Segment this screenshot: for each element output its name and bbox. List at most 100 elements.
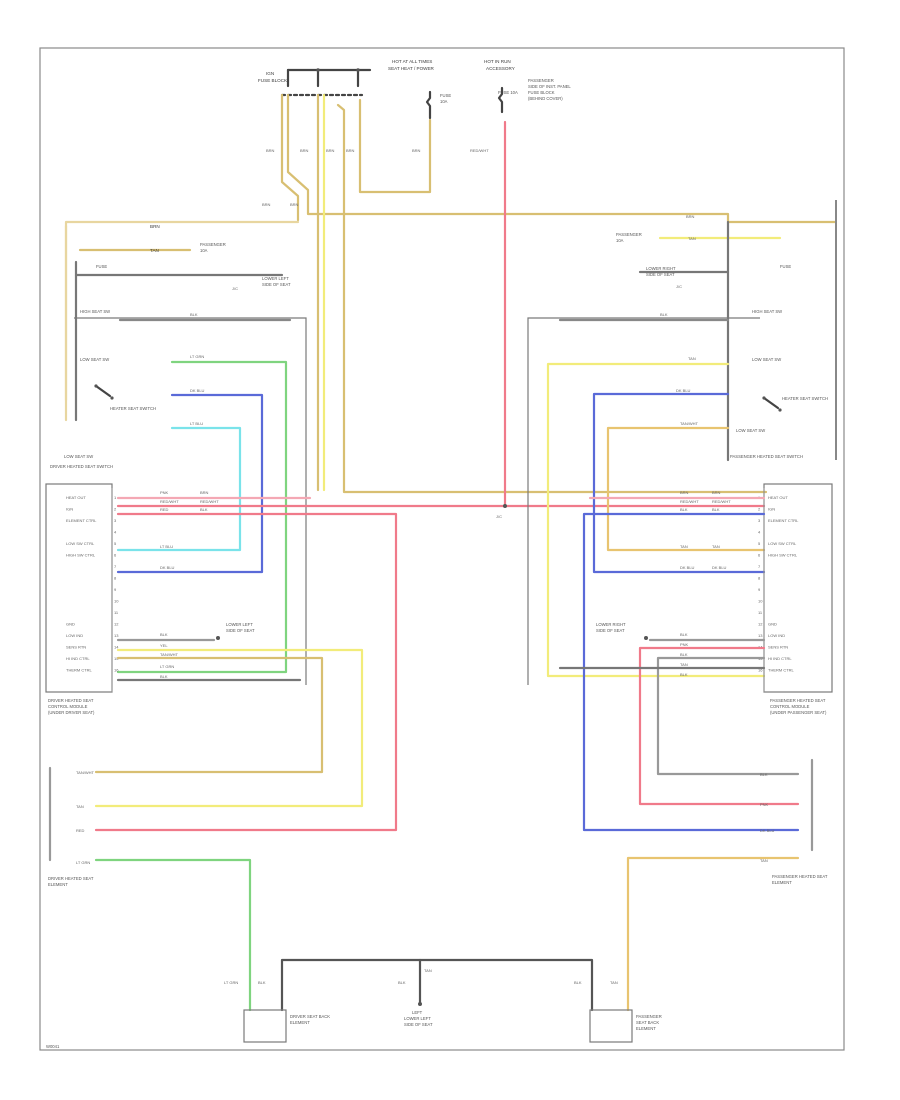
connector-pin-label: GND xyxy=(66,622,75,627)
svg-text:FUSE: FUSE xyxy=(780,264,791,269)
diagram-frame xyxy=(39,47,845,1051)
svg-text:BLK: BLK xyxy=(574,980,582,985)
note-passenger: PASSENGER xyxy=(528,78,554,83)
svg-text:BLK: BLK xyxy=(660,312,668,317)
connector-pin-number: 10 xyxy=(114,599,119,604)
svg-text:10A: 10A xyxy=(616,238,624,243)
svg-text:SIDE OF SEAT: SIDE OF SEAT xyxy=(646,272,675,277)
svg-text:LT GRN: LT GRN xyxy=(224,980,238,985)
svg-text:RED/WHT: RED/WHT xyxy=(200,499,219,504)
svg-text:LT BLU: LT BLU xyxy=(190,421,203,426)
svg-text:TAN: TAN xyxy=(680,662,688,667)
connector-pin-label: LOW IND xyxy=(768,633,785,638)
svg-text:RED/WHT: RED/WHT xyxy=(160,499,179,504)
svg-text:J/C: J/C xyxy=(676,284,682,289)
bottom-mid-ground: LEFT xyxy=(412,1010,423,1015)
svg-text:SIDE OF SEAT: SIDE OF SEAT xyxy=(226,628,255,633)
svg-text:(UNDER PASSENGER SEAT): (UNDER PASSENGER SEAT) xyxy=(770,710,827,715)
svg-text:(UNDER DRIVER SEAT): (UNDER DRIVER SEAT) xyxy=(48,710,95,715)
connector-pin-number: 8 xyxy=(114,576,117,581)
left-heater-sw: HEATER SEAT SWITCH xyxy=(110,406,156,411)
svg-text:TAN/WHT: TAN/WHT xyxy=(680,421,698,426)
connector-pin-number: 4 xyxy=(758,530,761,535)
svg-text:LOWER LEFT: LOWER LEFT xyxy=(262,276,289,281)
svg-text:BLK: BLK xyxy=(712,507,720,512)
svg-text:BLK: BLK xyxy=(680,507,688,512)
svg-text:BRN: BRN xyxy=(200,490,209,495)
svg-text:BLK: BLK xyxy=(760,772,768,777)
note-fuse-block: FUSE BLOCK xyxy=(528,90,555,95)
right-high-seat-sw: HIGH SEAT SW xyxy=(752,309,782,314)
connector-pin-label: HEAT OUT xyxy=(768,495,788,500)
svg-text:LOWER LEFT: LOWER LEFT xyxy=(226,622,253,627)
connector-pin-number: 9 xyxy=(114,587,117,592)
connector-pin-number: 5 xyxy=(758,541,761,546)
left-switch-area: BRN TAN PASSENGER 10A LOWER LEFT SIDE OF… xyxy=(50,224,307,685)
junction-mid: J/C xyxy=(496,514,502,519)
connector-pin-number: 11 xyxy=(758,610,763,615)
right-colored-wires: TAN DK BLU TAN/WHT BLK xyxy=(546,312,766,678)
fuse-label-ign: IGN xyxy=(266,71,274,76)
svg-text:RED/WHT: RED/WHT xyxy=(712,499,731,504)
svg-text:ELEMENT: ELEMENT xyxy=(636,1026,656,1031)
svg-text:BRN: BRN xyxy=(686,214,695,219)
top-wire-codes: BRN BRN BRN BRN BRN RED/WHT BRN BRN BRN xyxy=(262,148,695,219)
right-heater-sw: HEATER SEAT SWITCH xyxy=(782,396,828,401)
right-lower-element: BLK PNK DK BLU TAN PASSENGER HEATED SEAT… xyxy=(626,758,828,1012)
connector-pin-number: 12 xyxy=(114,622,119,627)
fuse-label-10a: FUSE 10A xyxy=(498,90,518,95)
connector-pin-number: 13 xyxy=(114,633,119,638)
svg-text:TAN: TAN xyxy=(680,544,688,549)
connector-pin-label: HI IND CTRL xyxy=(66,656,90,661)
left-colored-wires: LT GRN DK BLU LT BLU BLK xyxy=(116,312,292,674)
svg-text:BLK: BLK xyxy=(398,980,406,985)
svg-text:BLK: BLK xyxy=(160,632,168,637)
svg-text:LT GRN: LT GRN xyxy=(190,354,204,359)
connector-pin-number: 16 xyxy=(114,668,119,673)
svg-text:LT GRN: LT GRN xyxy=(76,860,90,865)
bottom-left-element: DRIVER SEAT BACK xyxy=(290,1014,330,1019)
corner-code: W0041 xyxy=(46,1044,60,1049)
svg-text:BRN: BRN xyxy=(326,148,335,153)
svg-text:PASSENGER: PASSENGER xyxy=(616,232,642,237)
connector-pin-number: 14 xyxy=(114,645,119,650)
svg-text:BRN: BRN xyxy=(150,224,160,229)
svg-text:ELEMENT: ELEMENT xyxy=(48,882,68,887)
connector-pin-number: 1 xyxy=(114,495,117,500)
svg-text:LOWER RIGHT: LOWER RIGHT xyxy=(646,266,676,271)
svg-text:BLK: BLK xyxy=(680,632,688,637)
connector-pin-label: LOW IND xyxy=(66,633,83,638)
fuse-top-2: 10A xyxy=(440,99,448,104)
bottom-right-element: PASSENGER xyxy=(636,1014,662,1019)
connector-pin-number: 2 xyxy=(758,507,761,512)
fuse-label-acc: ACCESSORY xyxy=(486,66,515,71)
connector-pin-number: 6 xyxy=(758,553,761,558)
connector-pin-number: 7 xyxy=(114,564,117,569)
svg-text:BRN: BRN xyxy=(680,490,689,495)
top-fuse-area: IGN FUSE BLOCK HOT AT ALL TIMES SEAT HEA… xyxy=(258,59,571,120)
top-feed-wires xyxy=(64,93,837,508)
connector-pin-number: 13 xyxy=(758,633,763,638)
connector-pin-number: 7 xyxy=(758,564,761,569)
svg-text:J/C: J/C xyxy=(232,286,238,291)
connector-pin-number: 15 xyxy=(114,656,119,661)
svg-text:BRN: BRN xyxy=(712,490,721,495)
connector-pin-label: ELEMENT CTRL xyxy=(66,518,97,523)
right-low-seat-sw: LOW SEAT SW xyxy=(752,357,781,362)
connector-pin-label: SENS RTN xyxy=(768,645,788,650)
svg-text:TAN: TAN xyxy=(688,236,696,241)
connector-pin-number: 12 xyxy=(758,622,763,627)
svg-text:DK BLU: DK BLU xyxy=(712,565,727,570)
svg-text:LOWER RIGHT: LOWER RIGHT xyxy=(596,622,626,627)
connector-pin-label: HEAT OUT xyxy=(66,495,86,500)
svg-text:LT BLU: LT BLU xyxy=(160,544,173,549)
fuse-top-1: FUSE xyxy=(440,93,451,98)
svg-text:DK BLU: DK BLU xyxy=(160,565,175,570)
connector-pin-number: 16 xyxy=(758,668,763,673)
connector-pin-number: 11 xyxy=(114,610,119,615)
svg-text:TAN: TAN xyxy=(610,980,618,985)
bottom-element-area: LT GRN BLK BLK TAN BLK TAN DRIVER SEAT B… xyxy=(46,958,662,1049)
svg-text:SIDE OF SEAT: SIDE OF SEAT xyxy=(404,1022,433,1027)
svg-text:PNK: PNK xyxy=(680,642,689,647)
